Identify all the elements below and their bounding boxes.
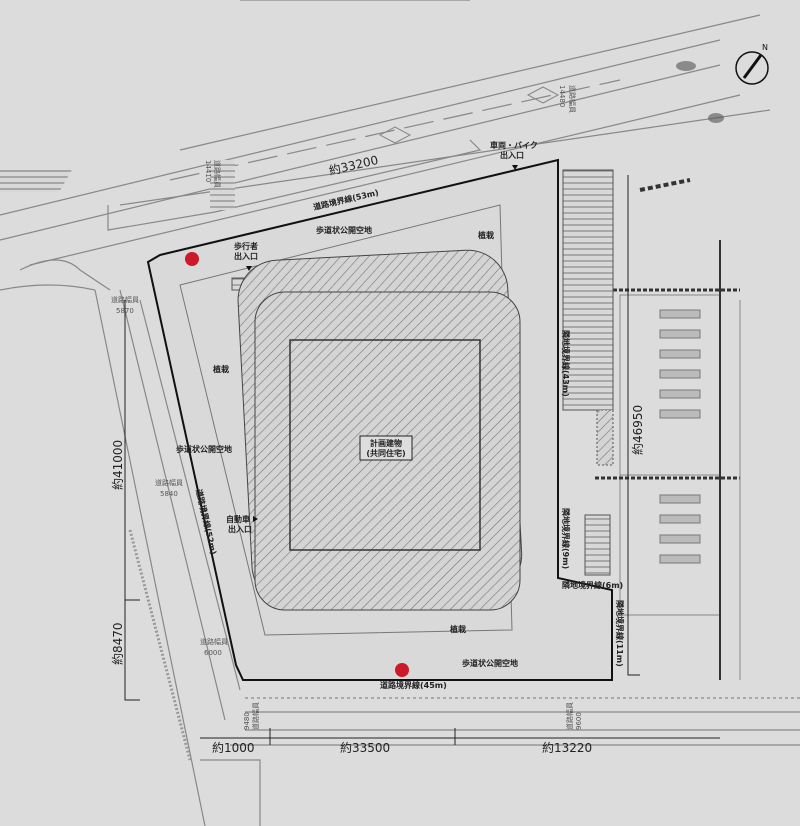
road-width-left-bottom: 6000 [204, 649, 222, 657]
north-label: N [762, 43, 768, 52]
north-arrow-icon: N [735, 43, 769, 85]
adjacent-boundary-11: 隣地境界線(11m) [615, 600, 625, 667]
road-marking [526, 86, 560, 104]
road-width-label: 道路幅員 [155, 478, 183, 487]
building-use: (共同住宅) [366, 448, 405, 458]
building-title: 計画建物 [370, 438, 402, 448]
pedestrian-entrance-label: 出入口 [234, 251, 258, 261]
entrance-arrow-icon [246, 266, 252, 271]
road-width-left-top: 5870 [116, 307, 134, 315]
road-width-label: 道路幅員 [213, 160, 222, 188]
walkway-line [179, 204, 513, 636]
road-width-label: 道路幅員 [251, 702, 260, 730]
road-width-top-left: 14410 [204, 160, 212, 182]
road-width-label: 道路幅員 [200, 637, 228, 646]
stain [676, 61, 724, 123]
road-width-top-right: 14480 [558, 85, 566, 107]
left-dimension-1: 約41000 [110, 440, 125, 490]
public-space-top: 歩道状公開空地 [316, 225, 372, 235]
road-boundary-bottom: 道路境界線(45m) [380, 680, 447, 690]
parking-area [584, 514, 611, 576]
crosswalk [0, 160, 235, 210]
planned-building[interactable]: 計画建物 (共同住宅) [236, 248, 524, 611]
top-dimension: 約33200 [327, 152, 379, 178]
dimension-lines [124, 175, 720, 745]
pedestrian-entrance-label: 歩行者 [234, 241, 258, 251]
location-marker[interactable] [185, 252, 199, 266]
bottom-dimension-3: 約13220 [542, 740, 592, 755]
equipment-area [596, 409, 614, 466]
bottom-dimension-2: 約33500 [340, 740, 390, 755]
bottom-dimension-1: 約1000 [212, 740, 255, 755]
car-entrance-label: 自動車 [226, 514, 250, 524]
parking-stalls [659, 309, 701, 564]
location-marker[interactable] [395, 663, 409, 677]
road-marking [378, 126, 412, 144]
car-entrance-label: 出入口 [228, 524, 252, 534]
planting-bottom: 植栽 [449, 624, 466, 634]
public-space-left: 歩道状公開空地 [176, 444, 232, 454]
left-road [0, 259, 241, 826]
road-width-label: 道路幅員 [111, 295, 139, 304]
planting-left: 植栽 [212, 364, 229, 374]
adjacent-parking [595, 178, 741, 680]
road-width-label: 道路幅員 [565, 702, 574, 730]
vehicle-entrance-label: 出入口 [500, 150, 524, 160]
road-width-left-mid: 5840 [160, 490, 178, 498]
road-width-label: 道路幅員 [568, 85, 577, 113]
adjacent-boundary-9: 隣地境界線(9m) [561, 508, 571, 569]
vehicle-entrance-label: 車両・バイク [490, 140, 538, 150]
adjacent-boundary-6: 隣地境界線(6m) [562, 580, 623, 590]
bike-parking [562, 169, 614, 411]
adjacent-boundary-43: 隣地境界線(43m) [561, 330, 571, 397]
public-space-bottom: 歩道状公開空地 [462, 658, 518, 668]
road-width-bottom-right: 9600 [575, 712, 583, 730]
entrance-arrow-icon [253, 516, 258, 522]
planting-top: 植栽 [477, 230, 494, 240]
bottom-road [200, 697, 800, 826]
left-dimension-2: 約8470 [110, 622, 125, 665]
entrance-arrow-icon [512, 165, 518, 170]
right-dimension: 約46950 [630, 405, 645, 455]
road-width-bottom-left: 9480 [243, 712, 251, 730]
